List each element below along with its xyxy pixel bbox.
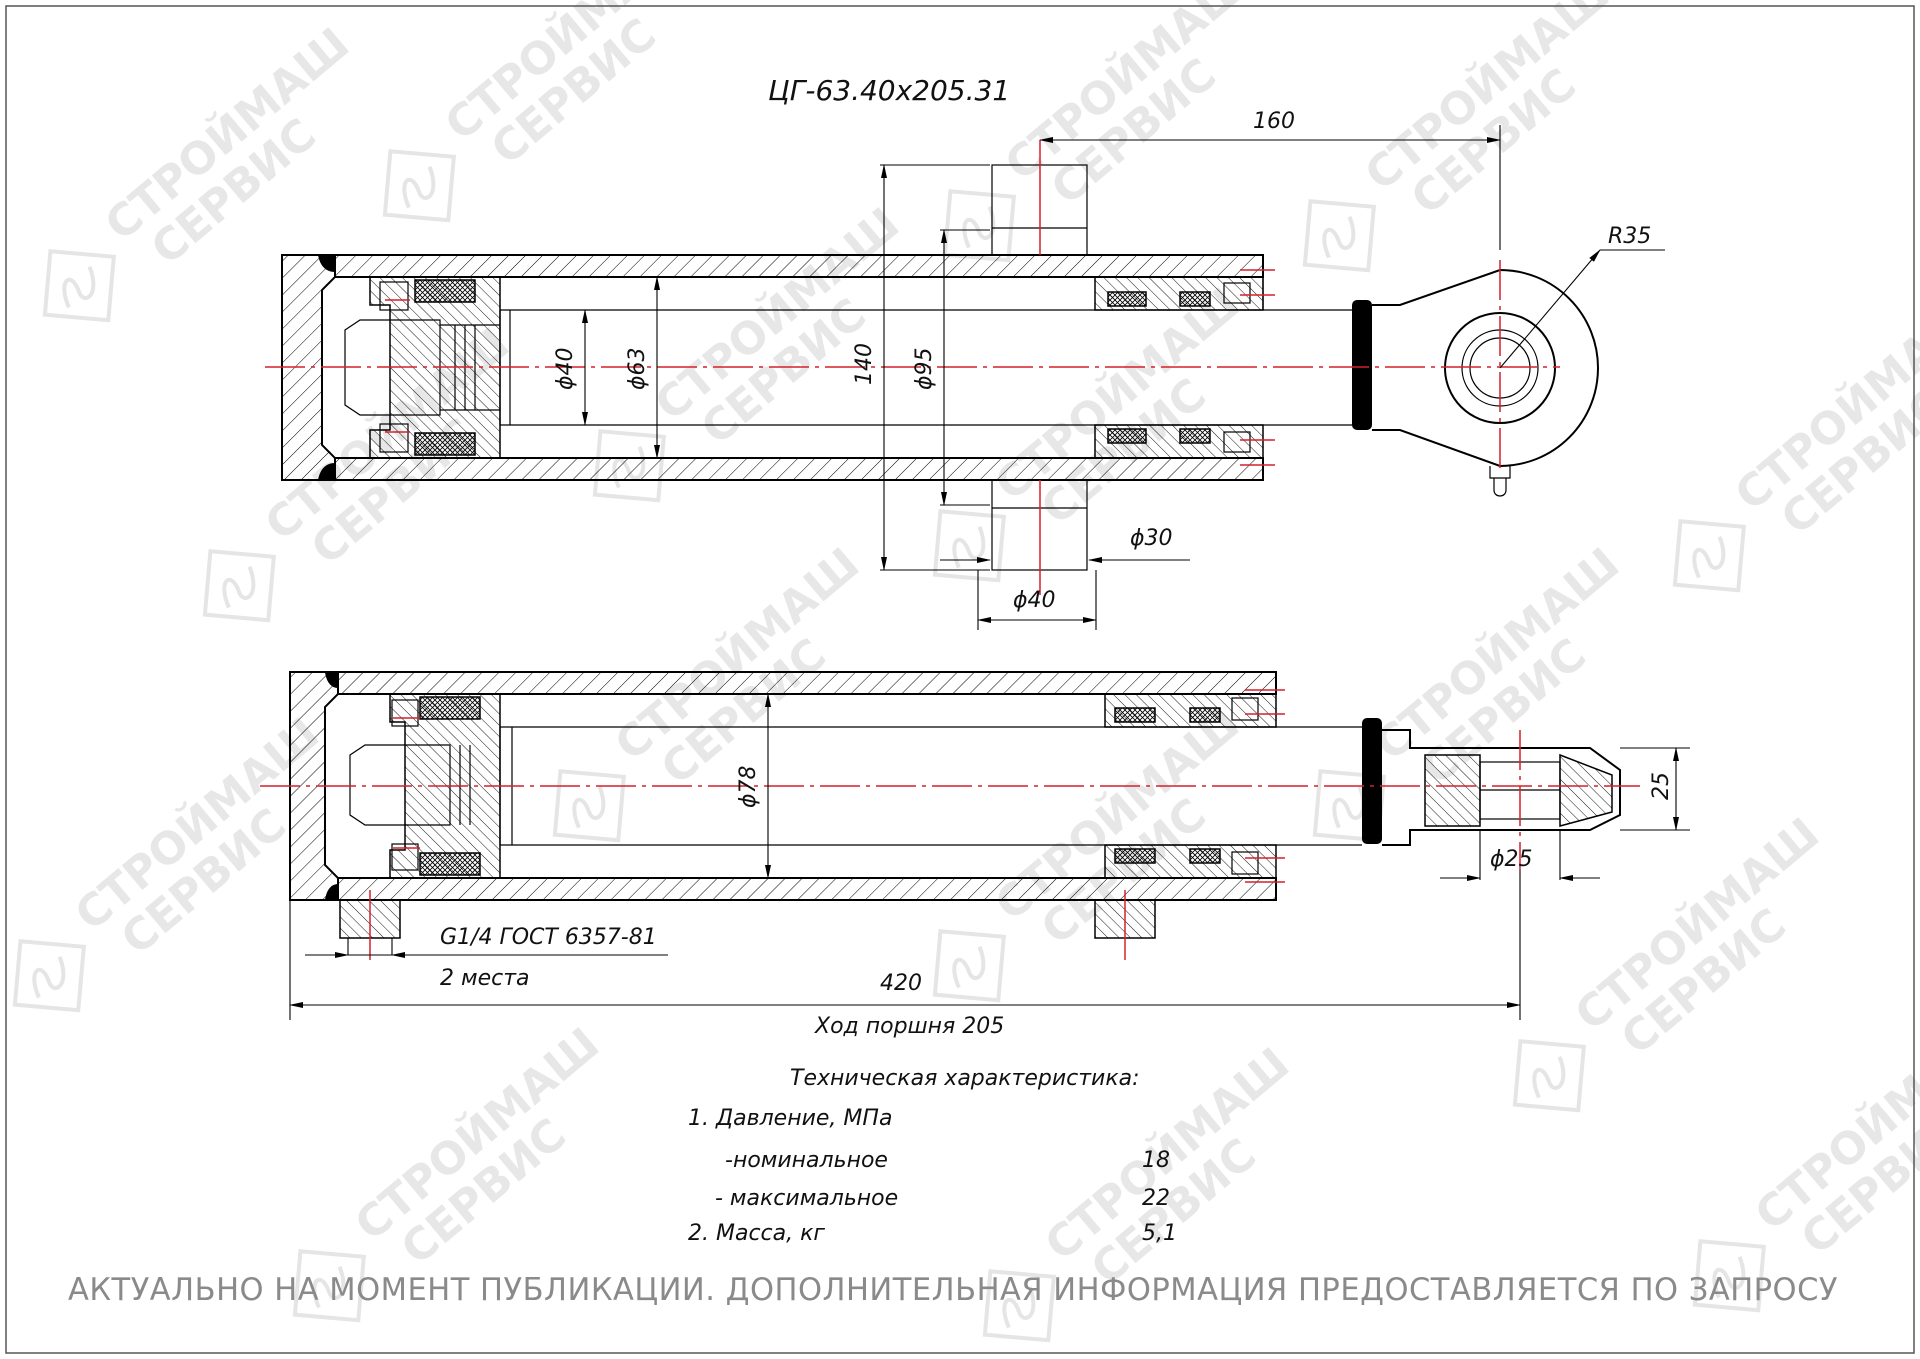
port-thread-label: G1/4 ГОСТ 6357-81 (440, 925, 657, 950)
spec-pressure-label: 1. Давление, МПа (688, 1106, 892, 1131)
tube-wall-bottom-2 (337, 877, 1277, 901)
piston-seal-top (414, 279, 476, 303)
spec-max-label: - максимальное (715, 1186, 898, 1211)
port-count-label: 2 места (440, 966, 530, 991)
dim-overall-length: 420 (880, 971, 922, 996)
drawing-frame (5, 5, 1915, 1354)
tube-wall-bottom (334, 457, 1264, 481)
watermark-stamp: СТРОЙМАШ СЕРВИС (13, 17, 359, 352)
watermark-stamp: СТРОЙМАШ СЕРВИС (1273, 0, 1619, 302)
tube-wall-top (334, 254, 1264, 278)
bottom-view: ϕ78 25 ϕ25 G1/4 ГОСТ 6357-81 2 места 420… (260, 671, 1690, 1039)
dim-eye-radius: R35 (1608, 224, 1651, 249)
footer-notice: АКТУАЛЬНО НА МОМЕНТ ПУБЛИКАЦИИ. ДОПОЛНИТ… (68, 1272, 1838, 1308)
watermark-stamp: СТРОЙМАШ СЕРВИС (1483, 807, 1829, 1142)
oring-bottom (318, 463, 335, 480)
rod-clamp-ring (1352, 300, 1372, 430)
spec-mass-value: 5,1 (1142, 1221, 1177, 1246)
dim-bore-diameter: ϕ63 (625, 347, 650, 390)
piston-nut (344, 319, 441, 416)
drawing-title: ЦГ-63.40х205.31 (768, 74, 1010, 107)
dim-eye-offset: 160 (1253, 109, 1295, 134)
dim-eye-width: 25 (1649, 772, 1674, 800)
rod-eye (1372, 268, 1599, 468)
oring-top (318, 255, 335, 272)
dim-eye-bore: ϕ25 (1490, 847, 1533, 872)
spec-nominal-value: 18 (1142, 1148, 1170, 1173)
rod-eye-outer (1444, 312, 1556, 424)
watermark-stamp: СТРОЙМАШ СЕРВИС (1643, 287, 1920, 622)
dim-trunnion-span: 140 (852, 343, 877, 385)
piston-seal-bottom (414, 432, 476, 456)
dim-outer-diameter: ϕ95 (912, 347, 937, 390)
dim-tube-inner: ϕ78 (736, 765, 761, 808)
watermark-stamp: СТРОЙМАШ СЕРВИС (913, 0, 1259, 292)
dim-rod-diameter: ϕ40 (553, 347, 578, 390)
top-view: ϕ40 ϕ63 140 ϕ95 160 R35 ϕ30 ϕ40 (265, 109, 1665, 630)
spec-max-value: 22 (1142, 1186, 1170, 1211)
watermark-stamp: СТРОЙМАШ СЕРВИС (353, 0, 699, 252)
spec-heading: Техническая характеристика: (790, 1066, 1140, 1091)
rod-clamp-ring-2 (1362, 718, 1382, 844)
tube-wall-top-2 (337, 671, 1277, 695)
dim-trunnion-small: ϕ30 (1130, 526, 1173, 551)
spec-table: Техническая характеристика: 1. Давление,… (688, 1066, 1177, 1246)
rod-eye-side (1382, 729, 1621, 846)
dim-stroke: Ход поршня 205 (814, 1014, 1004, 1039)
spec-mass-label: 2. Масса, кг (688, 1221, 825, 1246)
dim-trunnion-large: ϕ40 (1013, 588, 1056, 613)
watermark-stamp: СТРОЙМАШ СЕРВИС (523, 537, 869, 872)
spec-nominal-label: -номинальное (725, 1148, 888, 1173)
